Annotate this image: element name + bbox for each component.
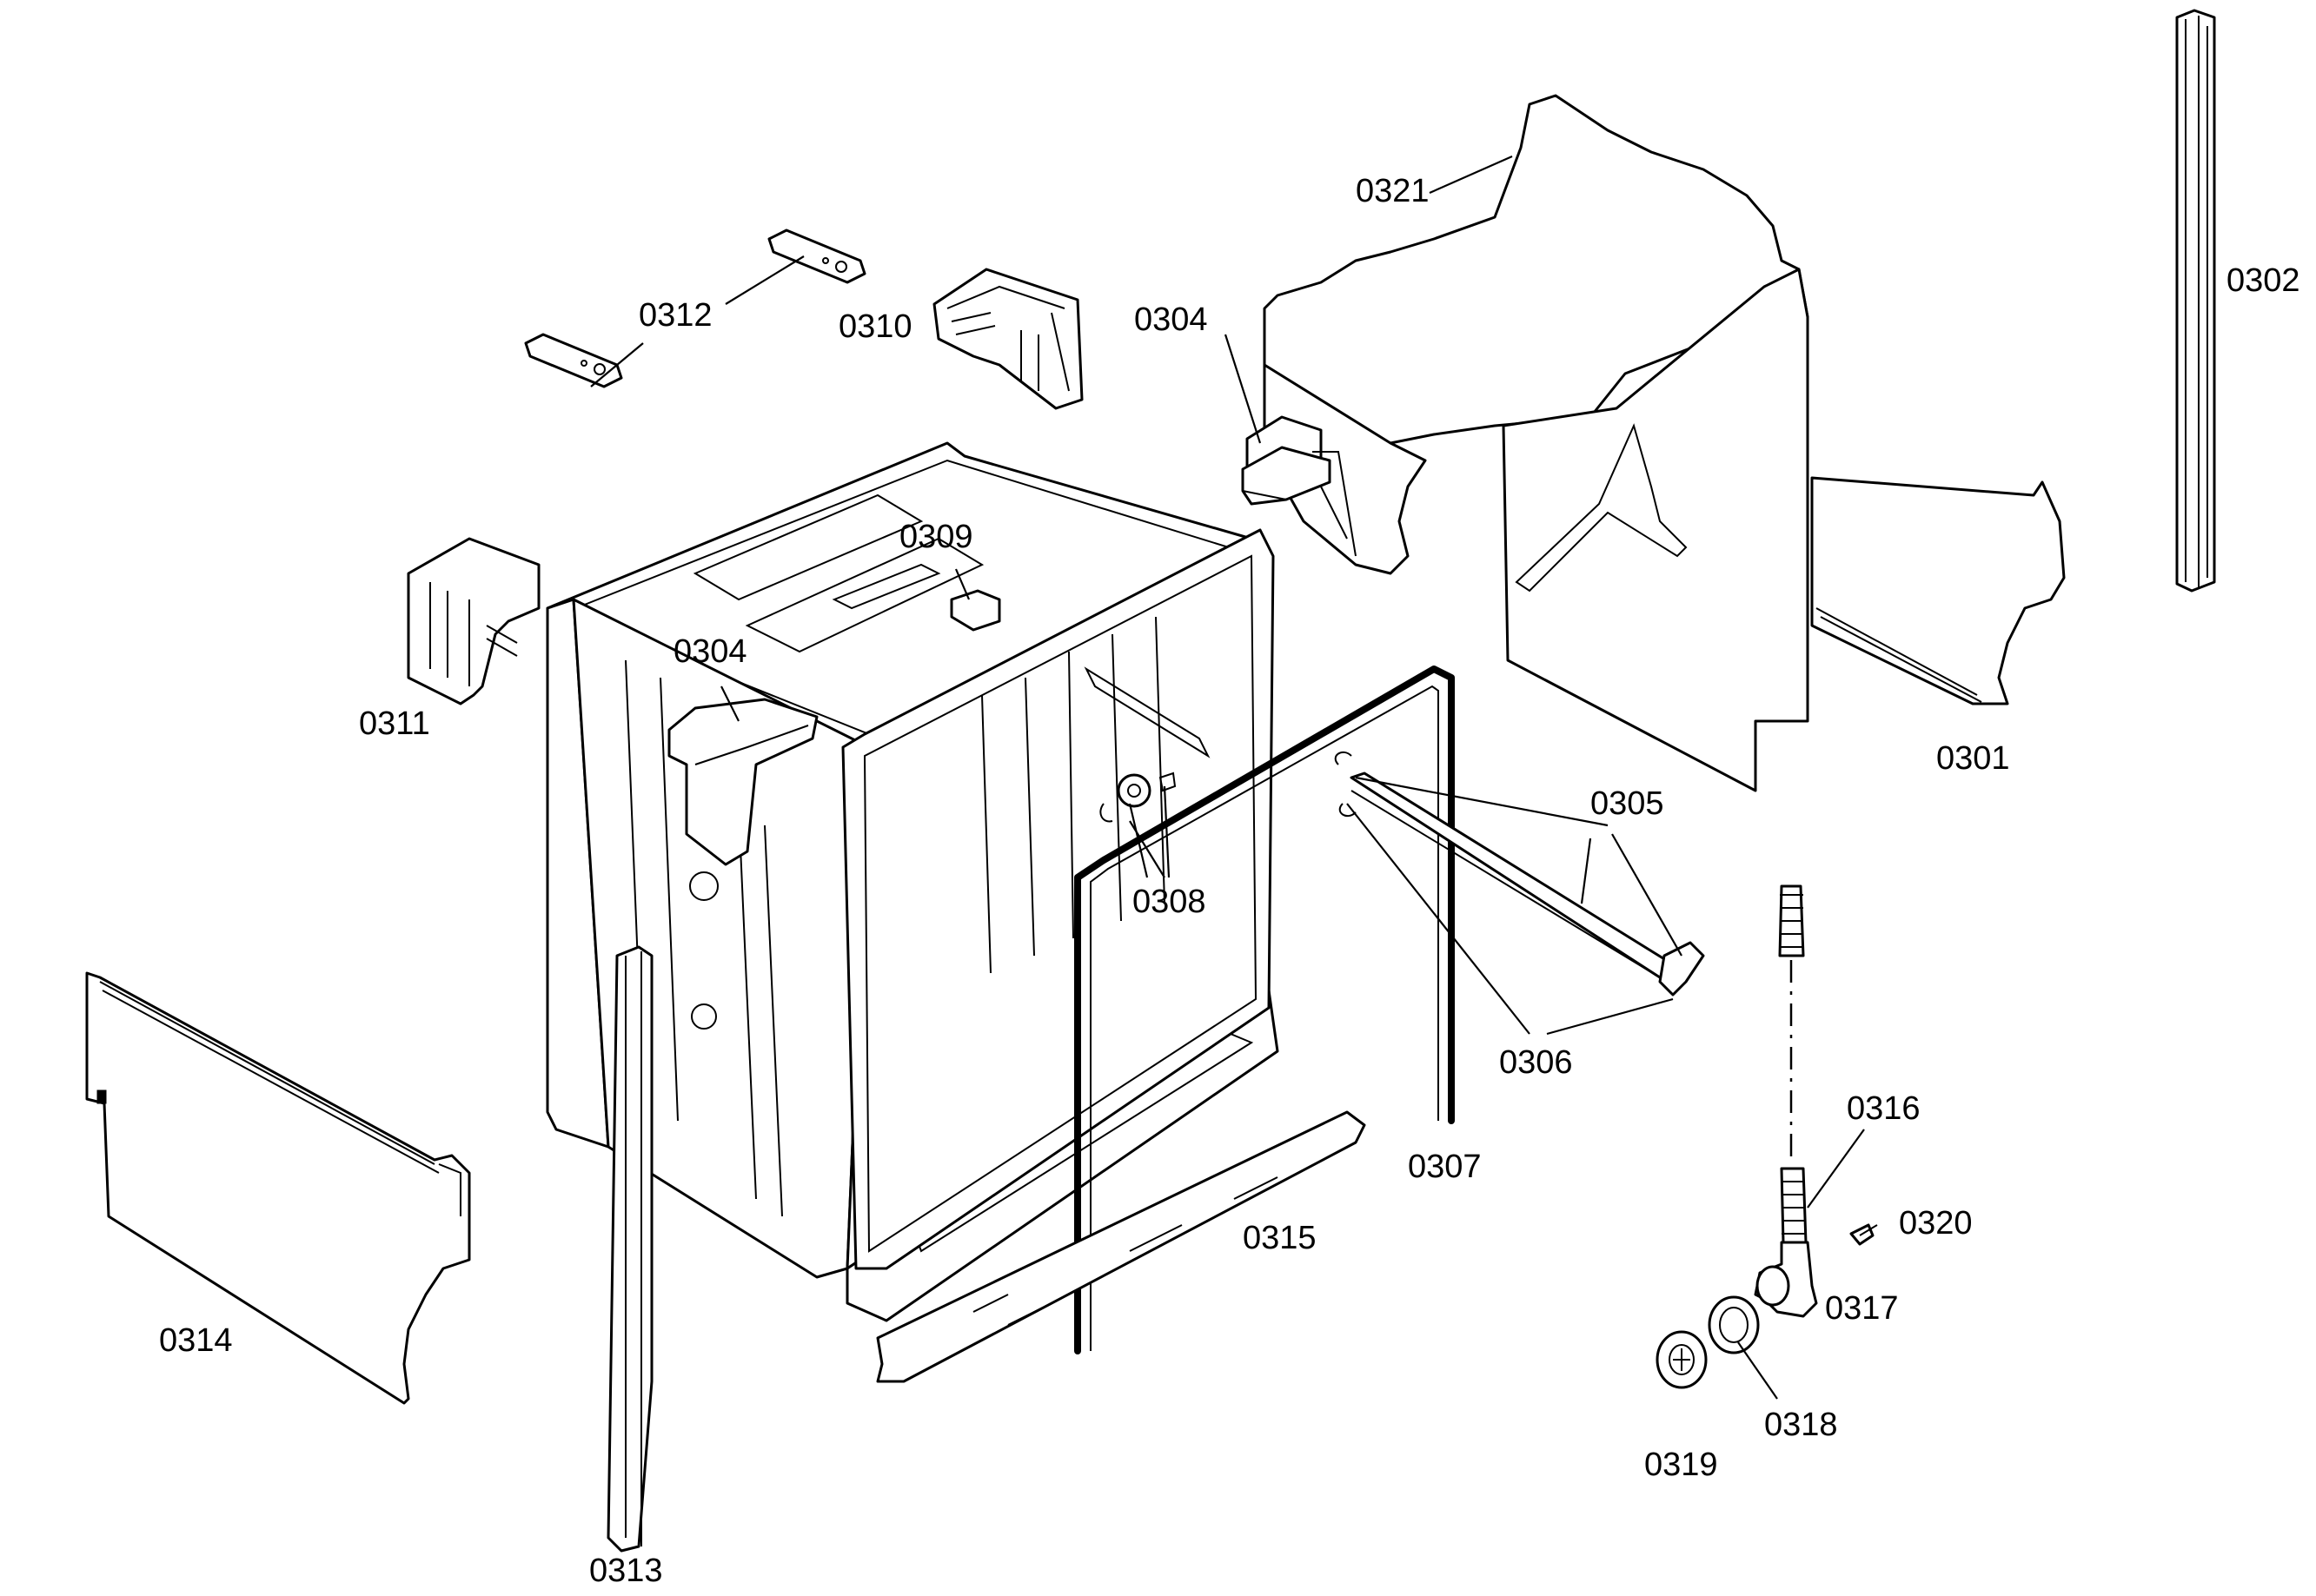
leader-0306-b bbox=[1546, 997, 1674, 1036]
label-0318: 0318 bbox=[1764, 1407, 1838, 1443]
leader-0304-top bbox=[1224, 334, 1262, 444]
label-0317: 0317 bbox=[1825, 1290, 1899, 1327]
part-0316-hose bbox=[1778, 884, 1808, 1244]
leader-0308-b bbox=[1129, 820, 1165, 878]
leader-0312-upper bbox=[725, 255, 805, 305]
label-0301: 0301 bbox=[1936, 740, 2010, 777]
leader-0305-c bbox=[1580, 838, 1592, 904]
part-0302-strip bbox=[2175, 9, 2216, 593]
part-tub bbox=[546, 441, 1279, 1322]
part-0315-plate bbox=[876, 1110, 1366, 1383]
leader-0316 bbox=[1807, 1129, 1865, 1209]
part-labels: 0301 0302 0321 0304 0312 0310 0309 0304 … bbox=[159, 173, 2300, 1589]
leader-0305-b bbox=[1611, 833, 1682, 957]
leader-0318 bbox=[1737, 1341, 1778, 1400]
label-0316: 0316 bbox=[1847, 1090, 1921, 1127]
label-0308: 0308 bbox=[1132, 884, 1206, 920]
leader-0304-front bbox=[720, 685, 740, 722]
label-0320: 0320 bbox=[1899, 1205, 1973, 1242]
label-0321: 0321 bbox=[1356, 173, 1430, 209]
label-0315: 0315 bbox=[1243, 1220, 1317, 1256]
leader-0321 bbox=[1429, 155, 1513, 195]
part-0321-cover bbox=[1245, 94, 1809, 792]
part-0312-plate-lower bbox=[524, 333, 623, 388]
leader-0308-c bbox=[1163, 785, 1171, 878]
part-0312-plate-upper bbox=[767, 228, 866, 284]
label-0310: 0310 bbox=[839, 308, 912, 345]
leader-lines bbox=[590, 155, 1865, 1400]
part-0314-panel bbox=[85, 971, 471, 1405]
part-0313-strip bbox=[607, 945, 654, 1553]
part-0308-washers bbox=[1099, 772, 1177, 823]
label-0312: 0312 bbox=[639, 297, 713, 334]
leader-0306-a bbox=[1346, 803, 1530, 1035]
label-0307: 0307 bbox=[1408, 1149, 1482, 1185]
part-0319-cap bbox=[1656, 1330, 1708, 1389]
part-0304-bracket-top bbox=[1241, 446, 1331, 506]
label-0311: 0311 bbox=[359, 705, 430, 742]
label-0305: 0305 bbox=[1590, 785, 1664, 822]
label-0313: 0313 bbox=[589, 1553, 663, 1589]
leader-0312-lower bbox=[590, 342, 644, 387]
leader-0308-a bbox=[1128, 803, 1149, 878]
label-0302: 0302 bbox=[2226, 262, 2300, 299]
part-0320-screw bbox=[1849, 1223, 1878, 1246]
label-0309: 0309 bbox=[899, 519, 973, 555]
label-0319: 0319 bbox=[1644, 1447, 1718, 1483]
part-0310-bracket bbox=[932, 268, 1084, 410]
label-0304-front: 0304 bbox=[674, 633, 747, 670]
part-0309-clip bbox=[950, 589, 1001, 632]
label-0314: 0314 bbox=[159, 1322, 233, 1359]
part-0307-gasket bbox=[1074, 666, 1455, 1354]
leader-0305-a bbox=[1355, 776, 1609, 827]
part-0301-panel bbox=[1810, 476, 2066, 705]
label-0306: 0306 bbox=[1499, 1044, 1573, 1081]
part-0304-bracket-front bbox=[667, 698, 819, 866]
leader-0309 bbox=[954, 568, 971, 600]
part-0311-bracket bbox=[407, 537, 541, 705]
part-0305-rail bbox=[1334, 751, 1705, 997]
label-0304-top: 0304 bbox=[1134, 301, 1208, 338]
part-0317-elbow bbox=[1754, 1241, 1818, 1318]
part-0318-ring bbox=[1708, 1295, 1760, 1354]
